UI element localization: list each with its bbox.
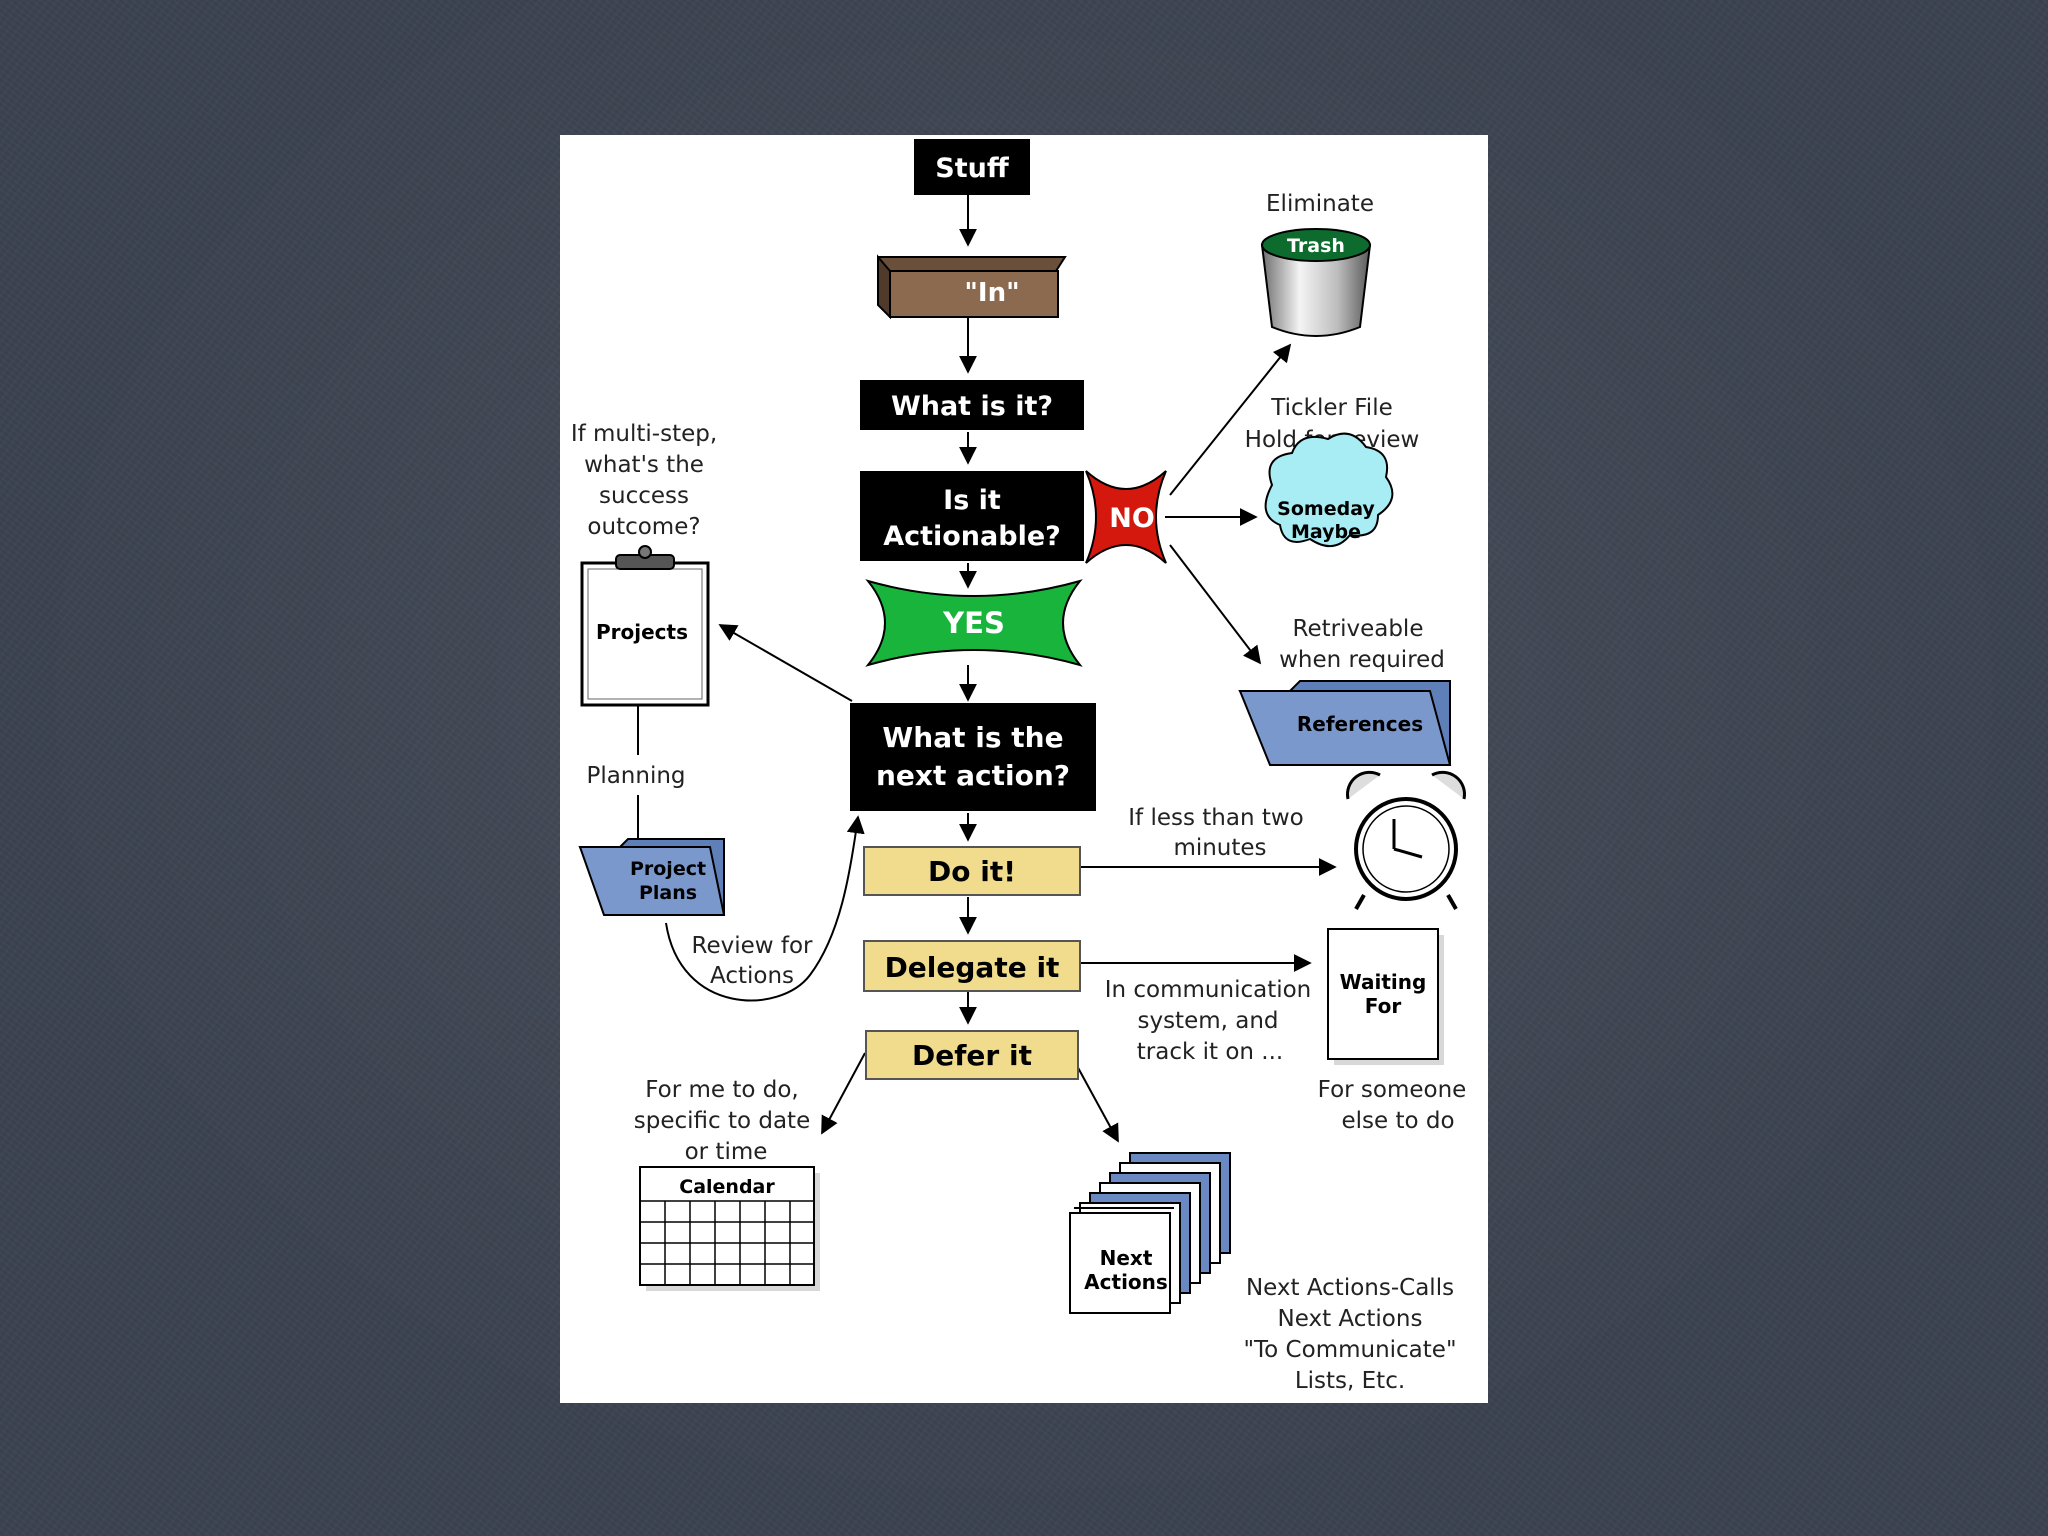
slide-canvas: Stuff "In" What is it? Is it Actionable?… (560, 135, 1488, 1403)
multistep-line3: success (599, 483, 689, 509)
comm-line3: track it on ... (1137, 1039, 1283, 1065)
less-two-line2: minutes (1173, 835, 1266, 861)
lists-line1: Next Actions-Calls (1246, 1275, 1454, 1301)
someday-line1: Someday (1277, 498, 1375, 520)
is-actionable-line1: Is it (943, 485, 1001, 516)
yes-star: YES (865, 579, 1083, 667)
lists-line4: Lists, Etc. (1295, 1368, 1405, 1394)
arrow-next-to-projects (718, 624, 853, 702)
project-plans-folder-icon: Project Plans (578, 838, 726, 916)
delegate-it-node: Delegate it (863, 940, 1081, 992)
next-action-line2: next action? (876, 759, 1070, 792)
review-line2: Actions (710, 963, 794, 989)
multistep-line4: outcome? (587, 514, 700, 540)
in-label: "In" (964, 278, 1019, 308)
multistep-line1: If multi-step, (571, 421, 717, 447)
review-line1: Review for (692, 933, 814, 959)
forme-line3: or time (685, 1139, 768, 1165)
next-actions-line2: Actions (1084, 1270, 1168, 1294)
retrievable-line1: Retriveable (1293, 616, 1424, 642)
eliminate-label: Eliminate (1266, 191, 1374, 217)
no-label: NO (1109, 503, 1155, 534)
retrievable-line2: when required (1279, 647, 1445, 673)
arrow-review-for-actions (665, 815, 865, 1002)
next-actions-stack-icon: Next Actions (1069, 1152, 1231, 1314)
next-actions-line1: Next (1100, 1246, 1153, 1270)
gtd-workflow-diagram: Stuff "In" What is it? Is it Actionable?… (571, 139, 1467, 1394)
less-two-line1: If less than two (1128, 805, 1304, 831)
multistep-line2: what's the (584, 452, 704, 478)
next-action-line1: What is the (882, 721, 1063, 754)
defer-it-label: Defer it (912, 1039, 1032, 1072)
forme-line1: For me to do, (645, 1077, 799, 1103)
references-label: References (1297, 712, 1423, 736)
is-actionable-node: Is it Actionable? (860, 471, 1084, 561)
projects-label: Projects (596, 620, 688, 644)
stuff-node: Stuff (914, 139, 1030, 195)
next-action-node: What is the next action? (850, 703, 1096, 811)
in-tray-node: "In" (877, 254, 1067, 320)
stuff-label: Stuff (935, 153, 1010, 184)
waiting-for-page-icon: Waiting For (1327, 928, 1444, 1065)
someday-maybe-cloud: Someday Maybe (1264, 432, 1394, 547)
tickler-line1: Tickler File (1270, 395, 1393, 421)
lists-line2: Next Actions (1278, 1306, 1423, 1332)
lists-line3: "To Communicate" (1243, 1337, 1456, 1363)
do-it-label: Do it! (928, 855, 1016, 888)
no-star: NO (1085, 470, 1167, 564)
connector-lines (637, 195, 1337, 1143)
someday-line2: Maybe (1291, 521, 1361, 543)
comm-line1: In communication (1105, 977, 1312, 1003)
references-folder-icon: References (1238, 680, 1452, 766)
delegate-it-label: Delegate it (885, 951, 1060, 984)
alarm-clock-icon (1346, 770, 1466, 910)
arrow-defer-to-calendar (821, 1052, 866, 1135)
arrow-no-to-trash (1169, 343, 1292, 496)
do-it-node: Do it! (863, 846, 1081, 896)
defer-it-node: Defer it (865, 1030, 1079, 1080)
arrow-no-to-references (1169, 544, 1262, 665)
trash-can-icon: Trash (1260, 228, 1372, 337)
is-actionable-line2: Actionable? (883, 521, 1061, 552)
someone-line2: else to do (1341, 1108, 1454, 1134)
project-plans-line2: Plans (639, 882, 697, 904)
planning-label: Planning (586, 763, 685, 789)
project-plans-line1: Project (630, 858, 706, 880)
yes-label: YES (942, 606, 1005, 640)
someone-line1: For someone (1318, 1077, 1467, 1103)
what-is-it-label: What is it? (891, 391, 1053, 422)
waiting-line2: For (1365, 994, 1402, 1018)
what-is-it-node: What is it? (860, 380, 1084, 430)
calendar-icon: Calendar (639, 1166, 820, 1291)
projects-clipboard-icon: Projects (580, 545, 710, 707)
calendar-label: Calendar (679, 1176, 775, 1198)
trash-label: Trash (1287, 235, 1345, 257)
forme-line2: specific to date (634, 1108, 810, 1134)
comm-line2: system, and (1137, 1008, 1278, 1034)
waiting-line1: Waiting (1340, 970, 1427, 994)
